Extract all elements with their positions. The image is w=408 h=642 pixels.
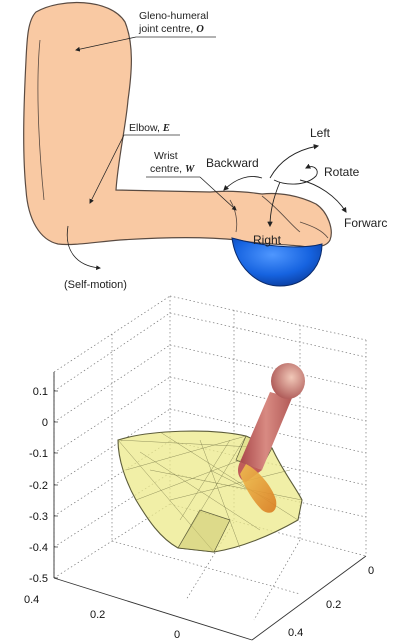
rotate-arrow [274, 167, 317, 184]
right-label: Right [253, 233, 282, 247]
z-tick-label: -0.2 [29, 480, 48, 492]
self-motion-label: (Self-motion) [64, 279, 127, 291]
left-label: Left [310, 126, 331, 140]
wrist-label-line2: centre, W [150, 163, 195, 175]
backward-label: Backward [206, 156, 259, 170]
y-tick-label: 0.4 [288, 627, 303, 639]
rotate-label: Rotate [324, 165, 360, 179]
arm-diagram: Gleno-humeral joint centre, O Elbow, E W… [24, 3, 388, 291]
gleno-label-line1: Gleno-humeral [139, 10, 208, 22]
y-tick-label: 0 [368, 565, 374, 577]
z-tick-label: 0 [42, 417, 48, 429]
z-tick-label: 0.1 [33, 386, 48, 398]
x-tick-label: 0 [174, 629, 180, 641]
wrist-label-line1: Wrist [154, 150, 178, 162]
left-arrow [270, 146, 318, 178]
plot-3d [54, 296, 366, 640]
x-tick-label: 0.4 [24, 594, 39, 606]
forward-label: Forwarc [344, 216, 387, 230]
z-tick-label: -0.1 [29, 448, 48, 460]
z-tick-label: -0.5 [29, 573, 48, 585]
x-axis-line [54, 578, 252, 640]
z-tick-labels: 0.1 0 -0.1 -0.2 -0.3 -0.4 -0.5 [29, 386, 48, 585]
y-axis-line [252, 556, 366, 640]
backward-arrow [224, 177, 262, 191]
x-tick-label: 0.2 [90, 609, 105, 621]
elbow-label: Elbow, E [129, 122, 170, 134]
arm-illustration [24, 3, 332, 248]
reachable-volume [118, 431, 302, 552]
y-tick-label: 0.2 [326, 599, 341, 611]
x-tick-labels: 0.4 0.2 0 [24, 594, 180, 641]
y-tick-labels: 0 0.2 0.4 [288, 565, 374, 639]
z-tick-label: -0.4 [29, 542, 48, 554]
gleno-label-line2: joint centre, O [138, 23, 204, 35]
z-tick-label: -0.3 [29, 511, 48, 523]
